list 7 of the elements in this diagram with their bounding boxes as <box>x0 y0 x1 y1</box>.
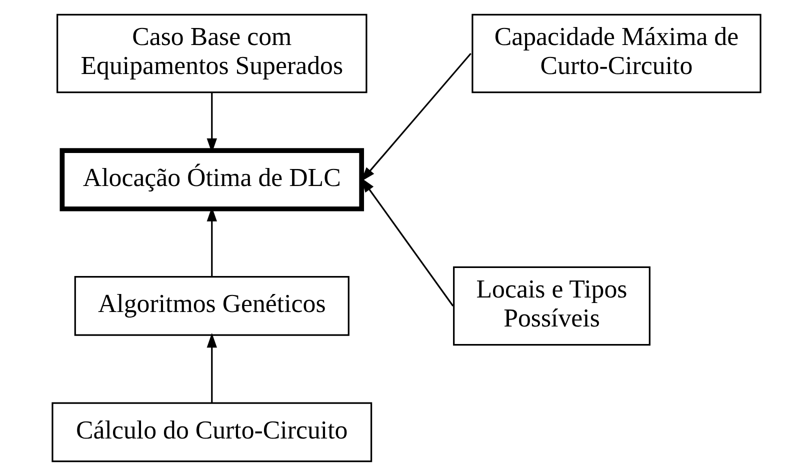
node-box: Capacidade Máxima de Curto-Circuito <box>471 14 761 94</box>
node-box: Algoritmos Genéticos <box>74 276 349 336</box>
node-box: Alocação Ótima de DLC <box>59 148 364 212</box>
node-box: Cálculo do Curto-Circuito <box>51 402 372 462</box>
node-box: Caso Base com Equipamentos Superados <box>56 14 367 94</box>
node-box: Locais e Tipos Possíveis <box>452 266 650 346</box>
arrow <box>206 333 216 403</box>
